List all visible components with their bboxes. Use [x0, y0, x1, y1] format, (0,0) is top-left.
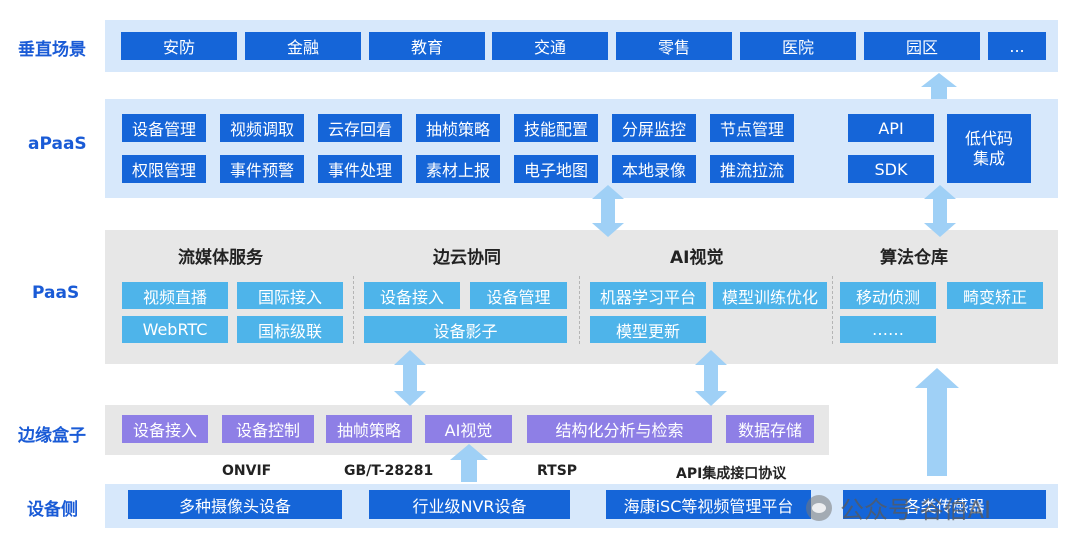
sdk-box: SDK [848, 155, 934, 183]
apaas-item: 节点管理 [710, 114, 794, 142]
device-item: 海康iSC等视频管理平台 [606, 490, 811, 519]
scenario-finance: 金融 [245, 32, 361, 60]
apaas-item: 权限管理 [122, 155, 206, 183]
paas-streaming-item: 视频直播 [122, 282, 228, 309]
apaas-item: 云存回看 [318, 114, 402, 142]
paas-streaming-item: WebRTC [122, 316, 228, 343]
up-arrow-icon [450, 444, 488, 482]
device-item: 行业级NVR设备 [369, 490, 570, 519]
scenario-transport: 交通 [492, 32, 608, 60]
paas-algo-item: …… [840, 316, 936, 343]
scenario-hospital: 医院 [740, 32, 856, 60]
paas-ai-item: 模型更新 [590, 316, 706, 343]
apaas-item: 素材上报 [416, 155, 500, 183]
row-label-paas: PaaS [32, 283, 80, 303]
apaas-item: 设备管理 [122, 114, 206, 142]
up-arrow-icon [921, 73, 957, 99]
apaas-item: 技能配置 [514, 114, 598, 142]
apaas-item: 抽桢策略 [416, 114, 500, 142]
double-arrow-icon [693, 350, 729, 406]
row-label-apaas: aPaaS [28, 134, 87, 154]
scenario-education: 教育 [369, 32, 485, 60]
edge-item: AI视觉 [425, 415, 512, 443]
apaas-item: 电子地图 [514, 155, 598, 183]
row-label-edge: 边缘盒子 [18, 426, 86, 446]
paas-edgecloud-item: 设备管理 [470, 282, 567, 309]
edge-item: 结构化分析与检索 [527, 415, 712, 443]
edge-item: 抽帧策略 [326, 415, 412, 443]
paas-title-algo: 算法仓库 [880, 248, 948, 268]
protocol-label: API集成接口协议 [676, 466, 787, 482]
double-arrow-icon [392, 350, 428, 406]
lowcode-box: 低代码 集成 [947, 114, 1031, 183]
paas-ai-item: 模型训练优化 [713, 282, 827, 309]
apaas-item: 推流拉流 [710, 155, 794, 183]
apaas-item: 本地录像 [612, 155, 696, 183]
api-box: API [848, 114, 934, 142]
paas-ai-item: 机器学习平台 [590, 282, 706, 309]
wechat-icon [806, 494, 832, 521]
paas-algo-item: 畸变矫正 [947, 282, 1043, 309]
device-item: 各类传感器 [843, 490, 1046, 519]
apaas-item: 事件处理 [318, 155, 402, 183]
paas-divider [832, 276, 833, 344]
apaas-item: 分屏监控 [612, 114, 696, 142]
watermark: 公众号·谷伯AI [806, 490, 991, 525]
row-label-vertical: 垂直场景 [18, 40, 86, 60]
edge-item: 设备控制 [222, 415, 314, 443]
paas-algo-item: 移动侦测 [840, 282, 936, 309]
paas-title-streaming: 流媒体服务 [178, 248, 263, 268]
scenario-retail: 零售 [616, 32, 732, 60]
paas-title-ai: AI视觉 [670, 248, 724, 268]
paas-streaming-item: 国际接入 [237, 282, 343, 309]
edge-item: 数据存储 [726, 415, 814, 443]
paas-streaming-item: 国标级联 [237, 316, 343, 343]
paas-edgecloud-item: 设备影子 [364, 316, 567, 343]
double-arrow-icon [590, 185, 626, 237]
watermark-text: 公众号·谷伯AI [840, 496, 992, 524]
device-item: 多种摄像头设备 [128, 490, 342, 519]
scenario-park: 园区 [864, 32, 980, 60]
paas-title-edgecloud: 边云协同 [433, 248, 501, 268]
paas-edgecloud-item: 设备接入 [364, 282, 460, 309]
edge-item: 设备接入 [122, 415, 208, 443]
row-label-device: 设备侧 [27, 500, 78, 520]
protocol-label: RTSP [537, 463, 578, 479]
protocol-label: ONVIF [222, 463, 272, 479]
scenario-more: ... [988, 32, 1046, 60]
paas-divider [353, 276, 354, 344]
apaas-item: 视频调取 [220, 114, 304, 142]
paas-divider [579, 276, 580, 344]
protocol-label: GB/T-28281 [344, 463, 434, 479]
scenario-security: 安防 [121, 32, 237, 60]
double-arrow-icon [922, 185, 958, 237]
apaas-item: 事件预警 [220, 155, 304, 183]
up-arrow-icon [915, 368, 959, 476]
